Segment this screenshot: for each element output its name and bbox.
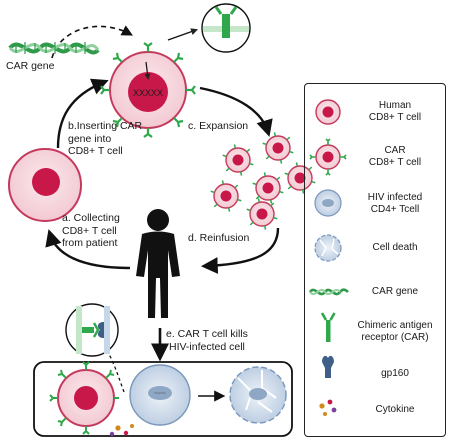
svg-text:~~~~: ~~~~ [154,391,166,397]
cell-death-icon [314,234,342,262]
step-c-label: c. Expansion [188,120,249,132]
car-t-cell-attacking [49,361,119,435]
legend-label-hiv-infected: HIV infected CD4+ Tcell [367,192,423,215]
arrow-insert-to-expansion [199,86,273,137]
expanded-car-t-cell [246,198,278,230]
arrow-car-zoom [167,28,198,41]
legend-label-cytokine: Cytokine [375,404,415,415]
legend-label-car-gene: CAR gene [371,286,419,297]
legend-label-car-cd8: CAR CD8+ T cell [368,145,422,168]
patient-silhouette [136,209,180,318]
car-zoom-inset [201,3,251,53]
expanded-car-t-cell [210,180,242,212]
step-a-label: a. Collecting CD8+ T cell from patient [62,212,120,249]
hiv-infected-cell-target: ~~~~ [129,364,191,426]
gp160-icon [322,355,334,378]
legend-label-human-cd8: Human CD8+ T cell [368,100,422,123]
cytokines [109,424,134,437]
legend-icons [308,99,349,416]
legend-label-gp160: gp160 [381,368,409,379]
arrow-expansion-to-reinfusion [200,227,280,274]
step-b-label: b.Inserting CAR gene into CD8+ T cell [68,120,143,157]
car-gene-label: CAR gene [6,60,55,72]
hiv-infected-cd4-t-cell-icon [314,189,342,217]
legend-label-car: Chimeric antigen receptor (CAR) [357,320,433,343]
killing-panel [33,361,293,437]
legend-panel: Human CD8+ T cell CAR CD8+ T cell HIV in… [304,83,446,437]
binding-zoom-inset [65,303,119,357]
arrow-patient-to-collect [45,229,131,270]
cytokine-icon [319,399,337,416]
car-gene-helix [8,42,100,55]
car-cd8-t-cell-icon [309,138,347,176]
expanded-car-t-cell [262,132,294,164]
step-d-label: d. Reinfusion [188,232,250,244]
human-cd8-t-cell-icon [315,99,341,125]
legend-label-cell-death: Cell death [372,242,418,253]
expanded-car-t-cells [210,132,316,230]
expanded-car-t-cell [284,162,316,194]
arrow-kill-zoom [98,338,125,393]
step-e-label: e. CAR T cell kills HIV-infected cell [166,328,248,353]
expanded-car-t-cell [222,144,254,176]
collected-cd8-t-cell [8,148,82,222]
car-gene-icon [308,288,349,296]
expanded-car-t-cell [252,172,284,204]
dying-hiv-cell [229,366,287,424]
chimeric-antigen-receptor-icon [320,312,336,342]
arrow-collect-to-insert [56,78,109,149]
transduced-cd8-t-cell: XXXXX [100,42,196,138]
svg-text:XXXXX: XXXXX [133,88,163,98]
